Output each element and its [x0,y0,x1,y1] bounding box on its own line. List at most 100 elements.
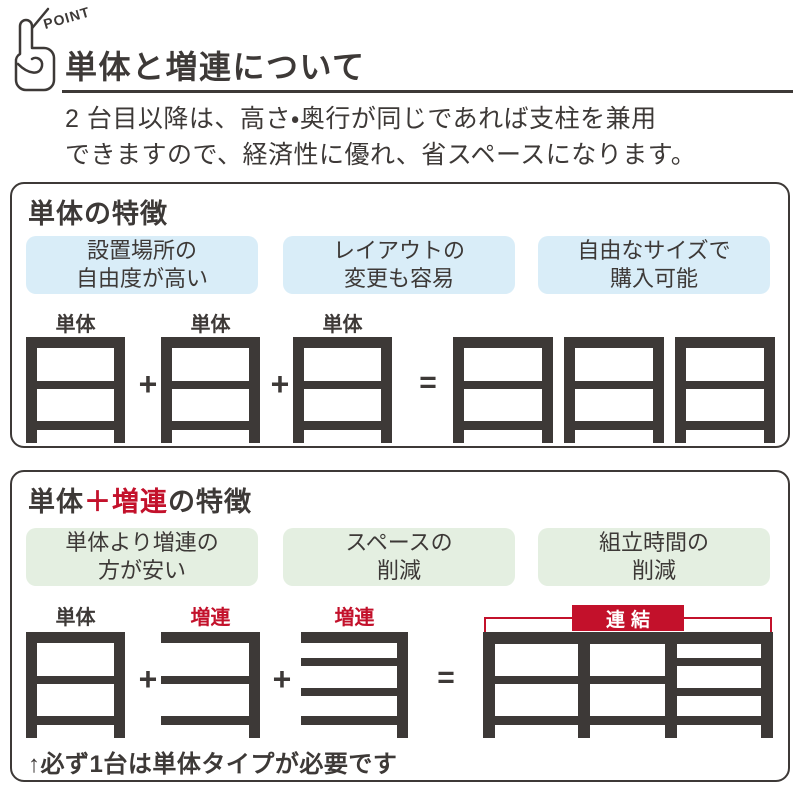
shelf-bar [26,337,125,348]
feature-badge: 自由なサイズで 購入可能 [538,236,770,294]
shelf-post [453,337,464,443]
shelf-post [293,337,304,443]
addon-shelf-icon [301,632,408,738]
feature-badge: 設置場所の 自由度が高い [26,236,258,294]
equals-sign: = [419,366,437,399]
shelf-bar [293,337,392,348]
feature-badge: レイアウトの 変更も容易 [283,236,515,294]
page-title: 単体と増連について [65,49,366,85]
shelf-bar [675,337,775,348]
shelf-bar [161,632,260,643]
shelf-bar [26,632,125,643]
shelf-bar [564,337,664,348]
shelf-post [578,632,590,738]
intro-text: 2 台目以降は、高さ・奥行が同じであれば支柱を兼用 できますので、経済性に優れ、… [65,101,696,173]
shelf-post [26,632,37,738]
shelf-bar [675,381,775,389]
badge-text: 削減 [376,558,421,583]
shelf-bar [26,421,125,430]
standalone-shelf-icon [26,632,125,738]
shelf-bar [293,381,392,389]
requirement-note: ↑必ず1台は単体タイプが必要です [28,751,398,778]
feature-badge: スペースの 削減 [283,528,515,586]
shelf-post [483,632,495,738]
standalone-shelf-icon [293,337,392,443]
combined-shelf-icon [483,632,773,738]
feature-badge: 組立時間の 削減 [538,528,770,586]
shelf-post [114,337,125,443]
badge-text: 方が安い [97,558,186,583]
badge-text: 単体より増連の [65,530,219,555]
shelf-post [26,337,37,443]
shelf-post [764,337,775,443]
shelf-bar [26,381,125,389]
standalone-shelf-icon [675,337,775,443]
shelf-bar [26,676,125,684]
feature-badge: 単体より増連の 方が安い [26,528,258,586]
addon-shelf-icon [161,632,260,738]
shelf-post [761,632,773,738]
shelf-post [249,337,260,443]
shelf-post [542,337,553,443]
badge-text: 自由度が高い [75,266,208,291]
standalone-shelf-icon [161,337,260,443]
connector-badge: 連結 [572,605,684,631]
bracket-tick [484,617,486,633]
shelf-bar [301,658,408,666]
shelf-bar [301,632,408,643]
unit-label-standalone: 単体 [190,314,231,336]
shelf-post [381,337,392,443]
standalone-shelf-icon [26,337,125,443]
badge-text: スペースの [345,530,453,555]
shelf-bar [161,676,260,684]
shelf-post [653,337,664,443]
result-standalone-row [453,337,775,443]
intro-line-2: できますので、経済性に優れ、省スペースになります。 [65,141,697,169]
shelf-post [249,632,260,738]
unit-label-addon: 増連 [190,607,231,629]
shelf-post [564,337,575,443]
badge-text: 購入可能 [609,266,698,291]
standalone-box-heading: 単体の特徴 [28,199,168,229]
plus-sign: + [138,661,158,697]
shelf-bar [675,421,775,430]
badge-text: 設置場所の [86,238,197,263]
standalone-shelf-icon [453,337,553,443]
plus-sign: + [270,366,290,402]
shelf-bar [161,337,260,348]
badge-text: レイアウトの [332,238,465,263]
unit-label-addon: 増連 [334,607,375,629]
badge-text: 削減 [631,558,676,583]
shelf-bar [453,421,553,430]
shelf-bar [665,688,773,696]
unit-label-standalone: 単体 [322,314,363,336]
shelf-bar [301,716,408,725]
unit-label-standalone: 単体 [55,314,96,336]
heading-suffix: の特徴 [168,487,252,517]
intro-line-1: 2 台目以降は、高さ・奥行が同じであれば支柱を兼用 [65,105,657,133]
equals-sign: = [437,661,455,694]
badge-text: 自由なサイズで [577,238,731,263]
shelf-bar [161,381,260,389]
shelf-post [114,632,125,738]
shelf-bar [161,421,260,430]
shelf-bar [564,421,664,430]
shelf-post [675,337,686,443]
shelf-bar [301,688,408,696]
plus-sign: + [272,661,292,697]
combo-box-heading: 単体＋増連の特徴 [28,480,252,519]
unit-label-standalone: 単体 [55,607,96,629]
title-underline [62,90,793,93]
heading-addon: ＋増連 [84,487,168,517]
pointing-hand-icon [14,7,56,92]
shelf-bar [453,337,553,348]
thumb-line [16,56,44,74]
shelf-bar [483,716,773,725]
shelf-bar [453,381,553,389]
bracket-tick [770,617,772,633]
connection-bracket: 連結 [483,603,773,633]
badge-text: 組立時間の [598,530,709,555]
shelf-bar [293,421,392,430]
combo-feature-box: 単体＋増連の特徴 単体より増連の 方が安い スペースの 削減 組立時間の 削減 … [10,470,790,782]
